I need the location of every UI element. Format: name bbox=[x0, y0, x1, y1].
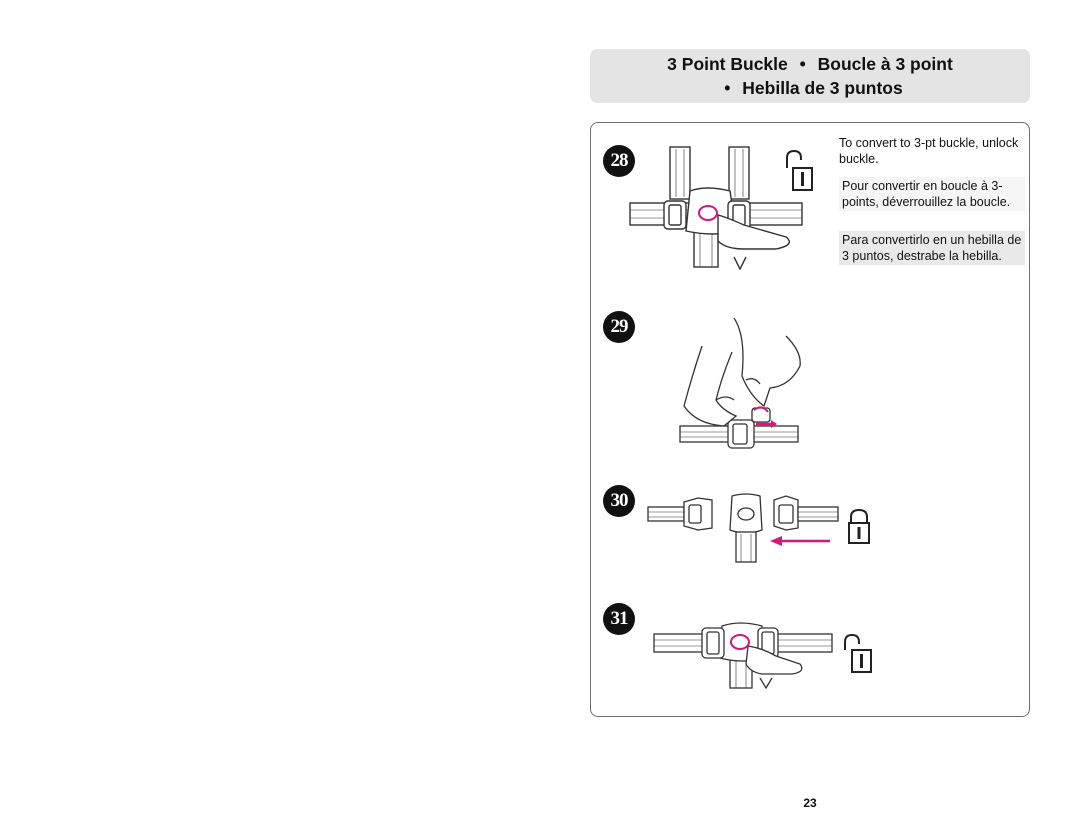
title-bullet: • bbox=[799, 54, 806, 74]
instruction-spanish: Para convertirlo en un hebilla de 3 punt… bbox=[839, 231, 1025, 265]
instruction-english: To convert to 3-pt buckle, unlock buckle… bbox=[839, 136, 1019, 166]
section-title-line-1: 3 Point Buckle • Boucle à 3 point bbox=[590, 52, 1030, 76]
title-spanish: Hebilla de 3 puntos bbox=[742, 78, 903, 98]
section-title: 3 Point Buckle • Boucle à 3 point • Hebi… bbox=[590, 49, 1030, 103]
section-title-line-2: • Hebilla de 3 puntos bbox=[590, 76, 1030, 100]
step-28-illustration bbox=[629, 146, 803, 270]
step-number-29: 29 bbox=[603, 311, 635, 343]
locked-padlock-icon bbox=[848, 509, 870, 544]
title-english: 3 Point Buckle bbox=[667, 54, 788, 74]
step-31-illustration bbox=[653, 622, 833, 690]
step-number-30: 30 bbox=[603, 485, 635, 517]
step-29-illustration bbox=[679, 317, 801, 449]
unlocked-padlock-icon-2 bbox=[844, 634, 872, 673]
step-number-31: 31 bbox=[603, 603, 635, 635]
title-french: Boucle à 3 point bbox=[817, 54, 953, 74]
instruction-french: Pour convertir en boucle à 3-points, dév… bbox=[839, 177, 1025, 211]
unlocked-padlock-icon bbox=[786, 150, 813, 191]
step-30-illustration bbox=[647, 493, 839, 563]
step-number-28: 28 bbox=[603, 145, 635, 177]
page-number: 23 bbox=[803, 796, 817, 810]
title-bullet-2: • bbox=[724, 78, 731, 98]
